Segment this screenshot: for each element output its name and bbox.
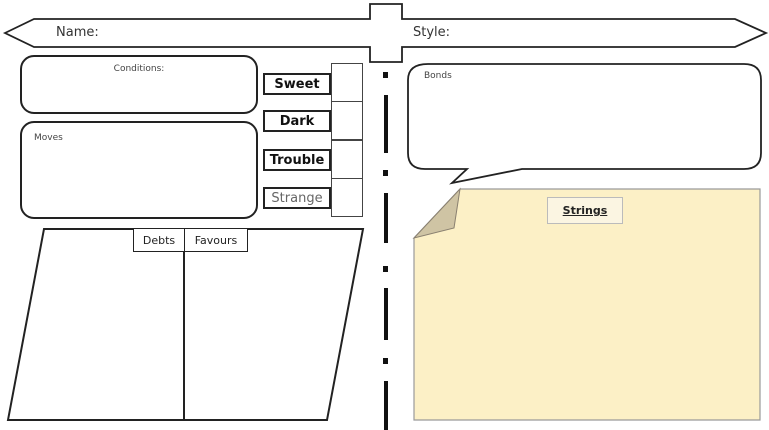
- bonds-bubble-outline: [407, 63, 762, 185]
- name-label: Name:: [56, 25, 99, 40]
- favours-tab: Favours: [184, 228, 248, 252]
- divider-segments: [383, 72, 388, 430]
- conditions-box[interactable]: Conditions:: [20, 55, 258, 114]
- header-banner: [2, 3, 769, 63]
- style-label: Style:: [413, 25, 451, 40]
- stat-value-box-dark[interactable]: [331, 101, 363, 140]
- banner-arrow: [2, 3, 769, 63]
- moves-label: Moves: [34, 133, 63, 143]
- strings-title-box: Strings: [547, 197, 623, 224]
- strings-title: Strings: [562, 204, 608, 217]
- bonds-label: Bonds: [424, 71, 452, 81]
- strings-note-curl: [412, 187, 461, 239]
- moves-box[interactable]: Moves: [20, 121, 258, 219]
- stat-label-trouble: Trouble: [263, 149, 331, 171]
- conditions-label: Conditions:: [113, 64, 165, 74]
- stat-value-box-strange[interactable]: [331, 178, 363, 217]
- debts-tab: Debts: [133, 228, 185, 252]
- stat-label-sweet: Sweet: [263, 73, 331, 95]
- stat-label-dark: Dark: [263, 110, 331, 132]
- stat-label-strange: Strange: [263, 187, 331, 209]
- ledger-parallelogram: [6, 228, 365, 421]
